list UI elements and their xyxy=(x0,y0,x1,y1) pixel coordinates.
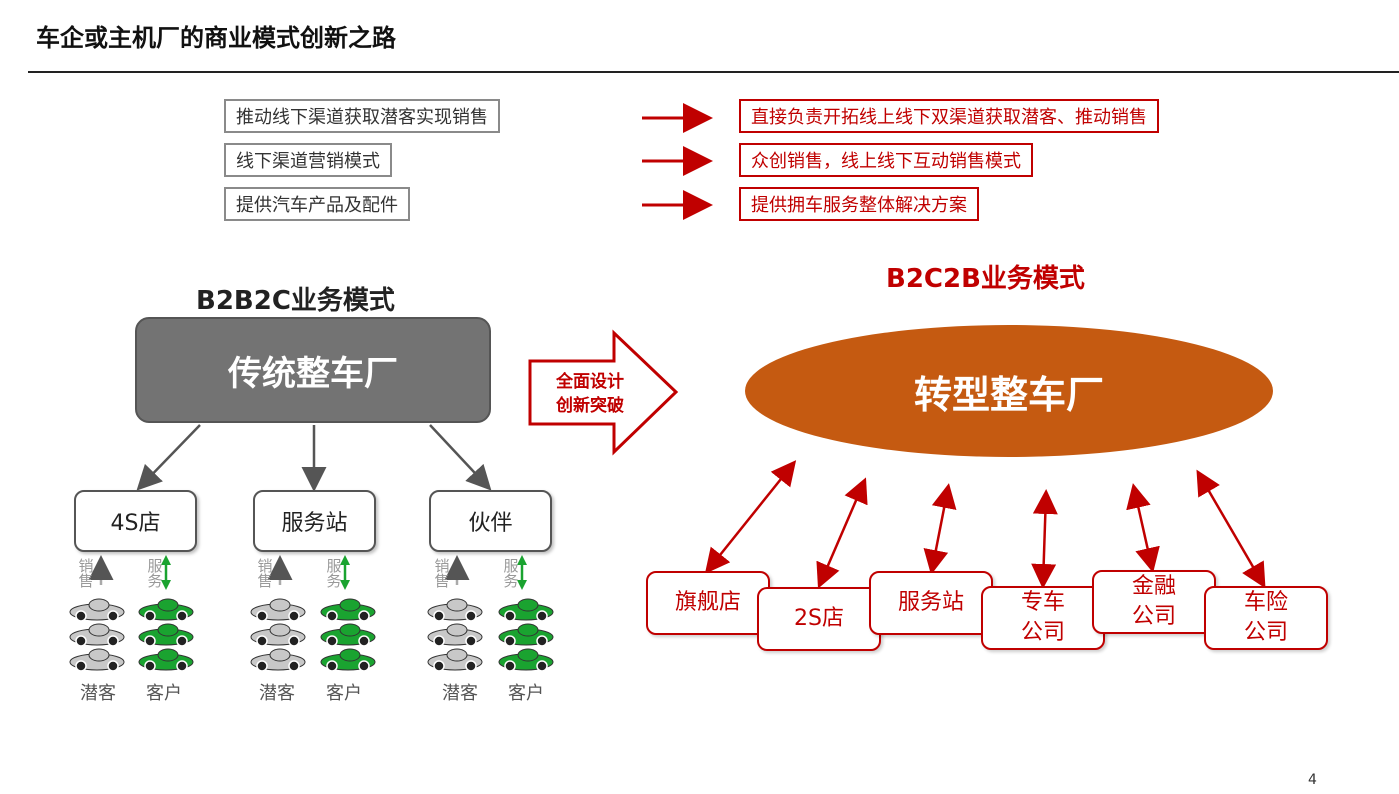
service-label-3: 服务 xyxy=(503,557,519,590)
channel-finance-company: 金融 公司 xyxy=(1092,570,1216,634)
tree-arrow-partner xyxy=(429,424,492,491)
customer-car-icon xyxy=(320,648,376,672)
traditional-factory-box: 传统整车厂 xyxy=(135,317,491,423)
mini-arrows xyxy=(88,555,527,590)
transition-line-2: 创新突破 xyxy=(556,396,624,416)
link-2s xyxy=(816,477,868,589)
customer-caption-1: 客户 xyxy=(146,683,182,704)
link-finance xyxy=(1126,483,1160,573)
transition-arrow xyxy=(528,329,679,456)
page-title: 车企或主机厂的商业模式创新之路 xyxy=(36,24,396,52)
prospect-car-icon xyxy=(427,648,483,672)
prospect-car-icon xyxy=(69,648,125,672)
prospect-car-icon xyxy=(69,623,125,647)
right-model-heading: B2C2B业务模式 xyxy=(886,264,1085,294)
old-mode-item-3: 提供汽车产品及配件 xyxy=(224,187,410,221)
prospect-car-icon xyxy=(427,598,483,622)
old-mode-item-2: 线下渠道营销模式 xyxy=(224,143,392,177)
customer-caption-3: 客户 xyxy=(508,683,544,704)
transition-label: 全面设计 创新突破 xyxy=(540,370,640,418)
channel-service-station-new: 服务站 xyxy=(869,571,993,635)
customer-car-icon xyxy=(498,648,554,672)
service-label-2: 服务 xyxy=(326,557,342,590)
channel-insurance-company: 车险 公司 xyxy=(1204,586,1328,650)
old-mode-item-1: 推动线下渠道获取潜客实现销售 xyxy=(224,99,500,133)
channel-service-station: 服务站 xyxy=(253,490,376,552)
customer-car-icon xyxy=(498,598,554,622)
new-mode-item-3: 提供拥车服务整体解决方案 xyxy=(739,187,979,221)
sales-label-2: 销售 xyxy=(257,557,273,590)
customer-car-icon xyxy=(320,598,376,622)
prospect-car-icon xyxy=(427,623,483,647)
prospect-caption-2: 潜客 xyxy=(259,683,295,704)
prospect-caption-3: 潜客 xyxy=(442,683,478,704)
customer-car-icon xyxy=(138,598,194,622)
service-label-1: 服务 xyxy=(147,557,163,590)
title-divider xyxy=(28,71,1399,73)
page-number: 4 xyxy=(1308,772,1317,788)
customer-car-icon xyxy=(138,648,194,672)
prospect-car-icon xyxy=(250,623,306,647)
customer-car-icon xyxy=(498,623,554,647)
link-service xyxy=(923,483,957,575)
customer-caption-2: 客户 xyxy=(326,683,362,704)
prospect-car-icon xyxy=(250,598,306,622)
link-flagship xyxy=(704,460,797,574)
prospect-caption-1: 潜客 xyxy=(80,683,116,704)
channel-car-company: 专车 公司 xyxy=(981,586,1105,650)
left-model-heading: B2B2C业务模式 xyxy=(196,286,395,316)
channel-4s-store: 4S店 xyxy=(74,490,197,552)
new-mode-item-2: 众创销售，线上线下互动销售模式 xyxy=(739,143,1033,177)
transformed-factory-oval: 转型整车厂 xyxy=(745,325,1273,457)
customer-car-icon xyxy=(320,623,376,647)
tree-arrow-4s xyxy=(136,424,201,491)
link-car-company xyxy=(1031,489,1058,589)
channel-partner: 伙伴 xyxy=(429,490,552,552)
transition-line-1: 全面设计 xyxy=(556,372,624,392)
sales-label-1: 销售 xyxy=(78,557,94,590)
link-insurance xyxy=(1196,469,1266,589)
customer-car-icon xyxy=(138,623,194,647)
sales-label-3: 销售 xyxy=(434,557,450,590)
car-icons xyxy=(69,598,554,672)
prospect-car-icon xyxy=(250,648,306,672)
channel-2s-store: 2S店 xyxy=(757,587,881,651)
prospect-car-icon xyxy=(69,598,125,622)
new-mode-item-1: 直接负责开拓线上线下双渠道获取潜客、推动销售 xyxy=(739,99,1159,133)
channel-flagship-store: 旗舰店 xyxy=(646,571,770,635)
